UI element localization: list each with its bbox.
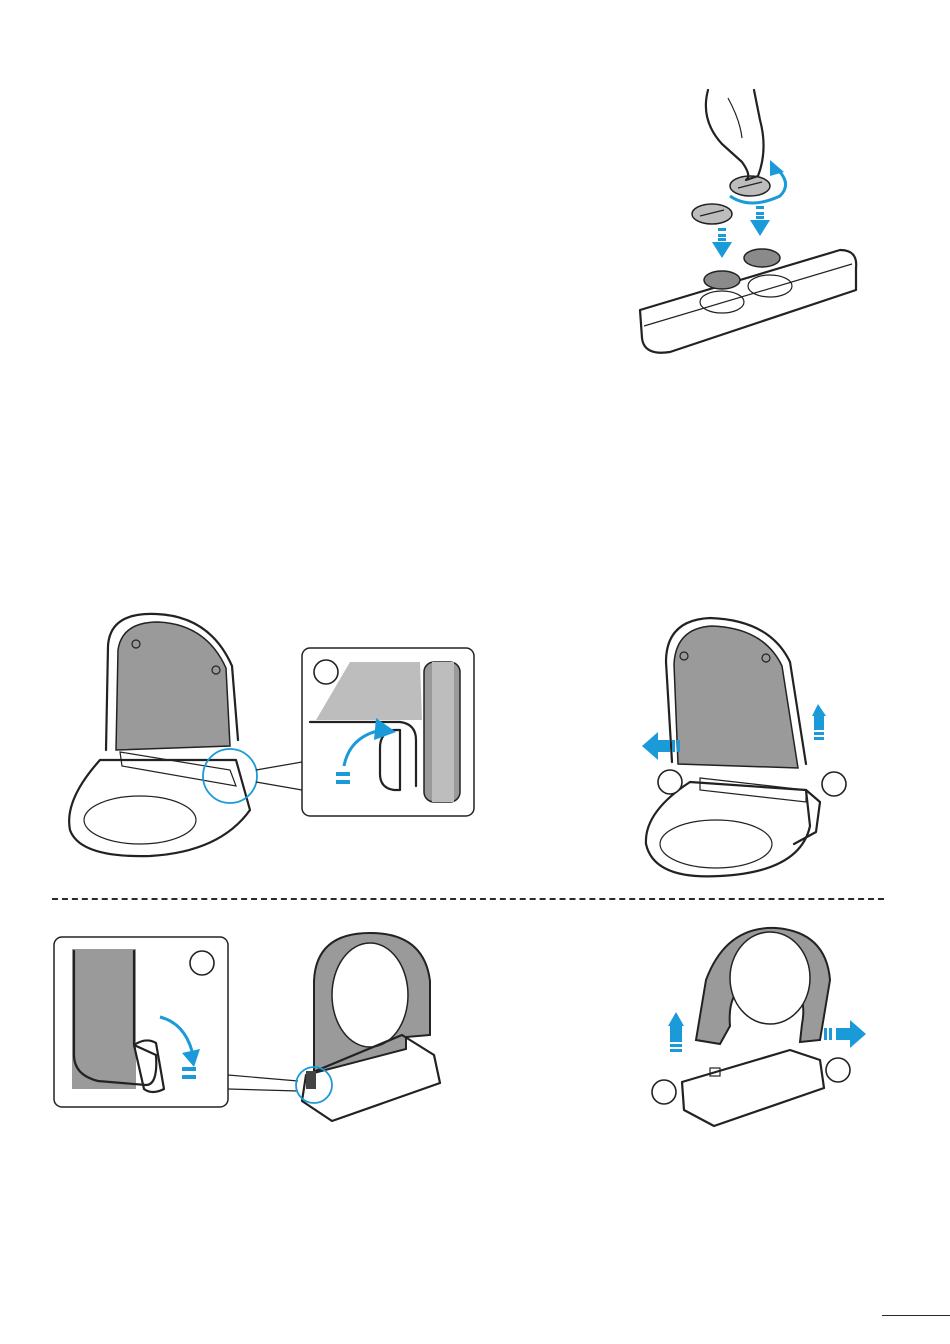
section-divider [52,898,884,900]
lift-seat-lid-off-illustration [630,612,860,882]
open-hinge-cover-illustration [60,610,480,860]
step-marker-1 [658,770,682,794]
battery-replacement-illustration [630,80,870,360]
slide-seat-onto-body-illustration [640,920,870,1130]
step-marker-1 [314,660,338,684]
step-marker-1 [652,1080,676,1104]
close-hinge-cover-illustration [52,925,452,1125]
page-number-rule [882,1315,950,1316]
step-marker-2 [826,1058,850,1082]
step-marker-1 [190,951,214,975]
step-marker-2 [822,772,846,796]
